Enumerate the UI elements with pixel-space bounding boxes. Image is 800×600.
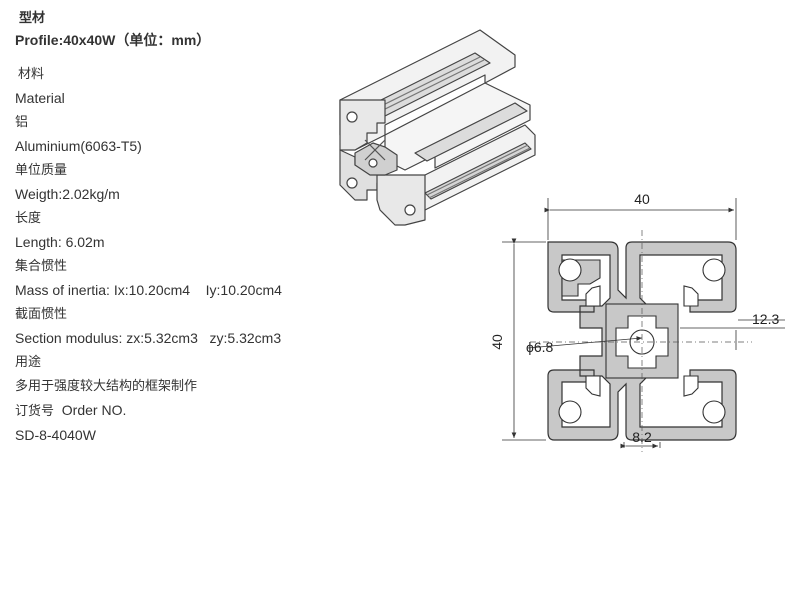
modulus-label-cn: 截面惯性 — [15, 306, 68, 321]
section-title: 型材 — [19, 10, 46, 25]
weight-value: Weigth:2.02kg/m — [15, 186, 120, 202]
inertia-label-cn: 集合惯性 — [15, 258, 68, 273]
length-value: Length: 6.02m — [15, 234, 105, 250]
weight-label-cn: 单位质量 — [15, 162, 68, 177]
material-label-en: Material — [15, 90, 65, 106]
usage-value: 多用于强度较大结构的框架制作 — [15, 378, 198, 393]
order-no-value: SD-8-4040W — [15, 427, 96, 443]
profile-cross-section-drawing: 40 40 12.3 8.2 ϕ6.8 — [490, 191, 785, 452]
dim-height-label: 40 — [490, 334, 505, 350]
material-value-cn: 铝 — [15, 114, 29, 129]
dim-slot-depth-label: 12.3 — [752, 311, 779, 327]
spec-panel: 型材 Profile:40x40W（单位：mm） 材料 Material 铝 A… — [15, 8, 345, 447]
inertia-value: Mass of inertia: Ix:10.20cm4 Iy:10.20cm4 — [15, 282, 282, 298]
diameter-symbol-icon: ϕ — [526, 339, 534, 355]
profile-isometric-image — [339, 29, 536, 226]
modulus-value: Section modulus: zx:5.32cm3 zy:5.32cm3 — [15, 330, 282, 346]
material-label-cn: 材料 — [18, 66, 45, 81]
dim-center-hole-label: ϕ6.8 — [526, 339, 554, 355]
usage-label-cn: 用途 — [15, 354, 42, 369]
dim-slot-width-label: 8.2 — [632, 429, 652, 445]
profile-title: Profile:40x40W（单位：mm） — [15, 32, 211, 48]
dim-width-label: 40 — [634, 191, 650, 207]
length-label-cn: 长度 — [15, 210, 42, 225]
material-value: Aluminium(6063-T5) — [15, 138, 142, 154]
center-hub — [605, 303, 679, 379]
order-no-label: 订货号 Order NO. — [15, 402, 127, 418]
